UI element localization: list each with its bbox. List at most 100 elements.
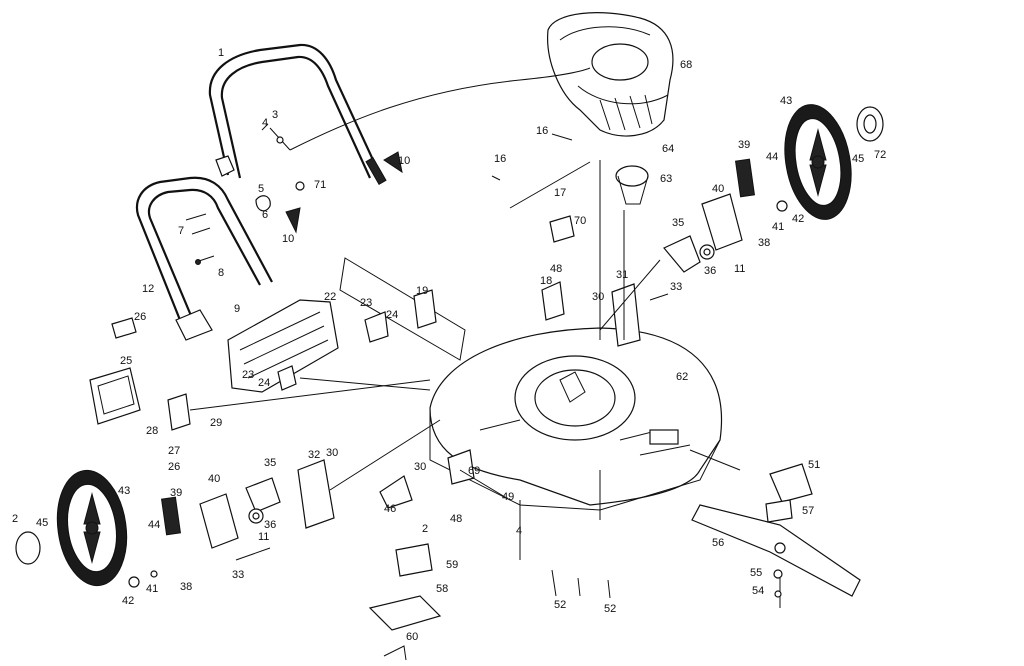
label-56: 56 (712, 537, 724, 549)
upper-handle-part (208, 43, 591, 185)
label-10: 10 (398, 155, 410, 167)
label-30c: 30 (414, 461, 426, 473)
knob-10-bottom (285, 207, 301, 234)
label-7: 7 (178, 225, 184, 237)
right-rear-wheel (784, 104, 884, 220)
screws (128, 133, 788, 608)
label-12: 12 (142, 283, 154, 295)
engine-part (547, 12, 674, 137)
knob-10-top (383, 151, 403, 174)
label-30b: 30 (326, 447, 338, 459)
label-54: 54 (752, 585, 764, 597)
label-10b: 10 (282, 233, 294, 245)
small-hardware (185, 123, 305, 265)
label-44: 44 (766, 151, 778, 163)
left-front-wheel (15, 469, 128, 587)
label-36b: 36 (264, 519, 276, 531)
label-40b: 40 (208, 473, 220, 485)
label-39b: 39 (170, 487, 182, 499)
label-6: 6 (262, 209, 268, 221)
label-25: 25 (120, 355, 132, 367)
label-28: 28 (146, 425, 158, 437)
deflectors (368, 475, 442, 661)
label-38: 38 (758, 237, 770, 249)
label-26b: 26 (168, 461, 180, 473)
label-24b: 24 (258, 377, 270, 389)
label-4b: 4 (516, 525, 522, 537)
label-31: 31 (616, 269, 628, 281)
label-42: 42 (792, 213, 804, 225)
label-23: 23 (242, 369, 254, 381)
lower-handle-part (135, 176, 273, 341)
label-17: 17 (554, 187, 566, 199)
label-68: 68 (680, 59, 692, 71)
label-70: 70 (574, 215, 586, 227)
label-64: 64 (662, 143, 674, 155)
label-30: 30 (592, 291, 604, 303)
label-2: 2 (12, 513, 18, 525)
label-29: 29 (210, 417, 222, 429)
rear-door-part (227, 257, 466, 393)
label-46: 46 (384, 503, 396, 515)
label-49: 49 (502, 491, 514, 503)
label-26: 26 (134, 311, 146, 323)
label-44b: 44 (148, 519, 160, 531)
label-51: 51 (808, 459, 820, 471)
label-24: 24 (386, 309, 398, 321)
label-35b: 35 (264, 457, 276, 469)
axle-bracket-left (199, 493, 239, 549)
label-2b: 2 (422, 523, 428, 535)
blade-part (691, 463, 861, 597)
label-8: 8 (218, 267, 224, 279)
label-62: 62 (676, 371, 688, 383)
label-23b: 23 (360, 297, 372, 309)
label-48b: 48 (450, 513, 462, 525)
label-36: 36 (704, 265, 716, 277)
label-72: 72 (874, 149, 886, 161)
label-9: 9 (234, 303, 240, 315)
label-16b: 16 (494, 153, 506, 165)
label-35: 35 (672, 217, 684, 229)
label-45b: 45 (36, 517, 48, 529)
leader-lines (189, 160, 741, 560)
label-39: 39 (738, 139, 750, 151)
label-33: 33 (670, 281, 682, 293)
label-63: 63 (660, 173, 672, 185)
label-57: 57 (802, 505, 814, 517)
deck-part (429, 327, 722, 511)
label-27: 27 (168, 445, 180, 457)
label-60: 60 (406, 631, 418, 643)
label-43b: 43 (118, 485, 130, 497)
label-55: 55 (750, 567, 762, 579)
label-19: 19 (416, 285, 428, 297)
label-41b: 41 (146, 583, 158, 595)
misc-brackets (167, 161, 649, 485)
label-69: 69 (468, 465, 480, 477)
left-height-adjuster (245, 459, 335, 529)
label-11: 11 (734, 263, 745, 275)
label-38b: 38 (180, 581, 192, 593)
axle-bracket-right (701, 193, 743, 251)
label-22: 22 (324, 291, 336, 303)
label-52b: 52 (604, 603, 616, 615)
label-58: 58 (436, 583, 448, 595)
label-43: 43 (780, 95, 792, 107)
callout-labels: 1 2 2 3 4 4 5 6 7 8 9 10 10 11 11 12 16 … (12, 47, 886, 643)
label-18: 18 (540, 275, 552, 287)
label-45: 45 (852, 153, 864, 165)
label-1: 1 (218, 47, 224, 59)
spring-39-left (160, 496, 182, 536)
label-59: 59 (446, 559, 458, 571)
label-11b: 11 (258, 531, 269, 543)
label-4: 4 (262, 117, 268, 129)
label-5: 5 (258, 183, 264, 195)
label-16: 16 (536, 125, 548, 137)
label-33b: 33 (232, 569, 244, 581)
label-32: 32 (308, 449, 320, 461)
right-height-adjuster (611, 235, 715, 347)
label-41: 41 (772, 221, 784, 233)
mulch-plug-part (89, 317, 141, 425)
label-3: 3 (272, 109, 278, 121)
